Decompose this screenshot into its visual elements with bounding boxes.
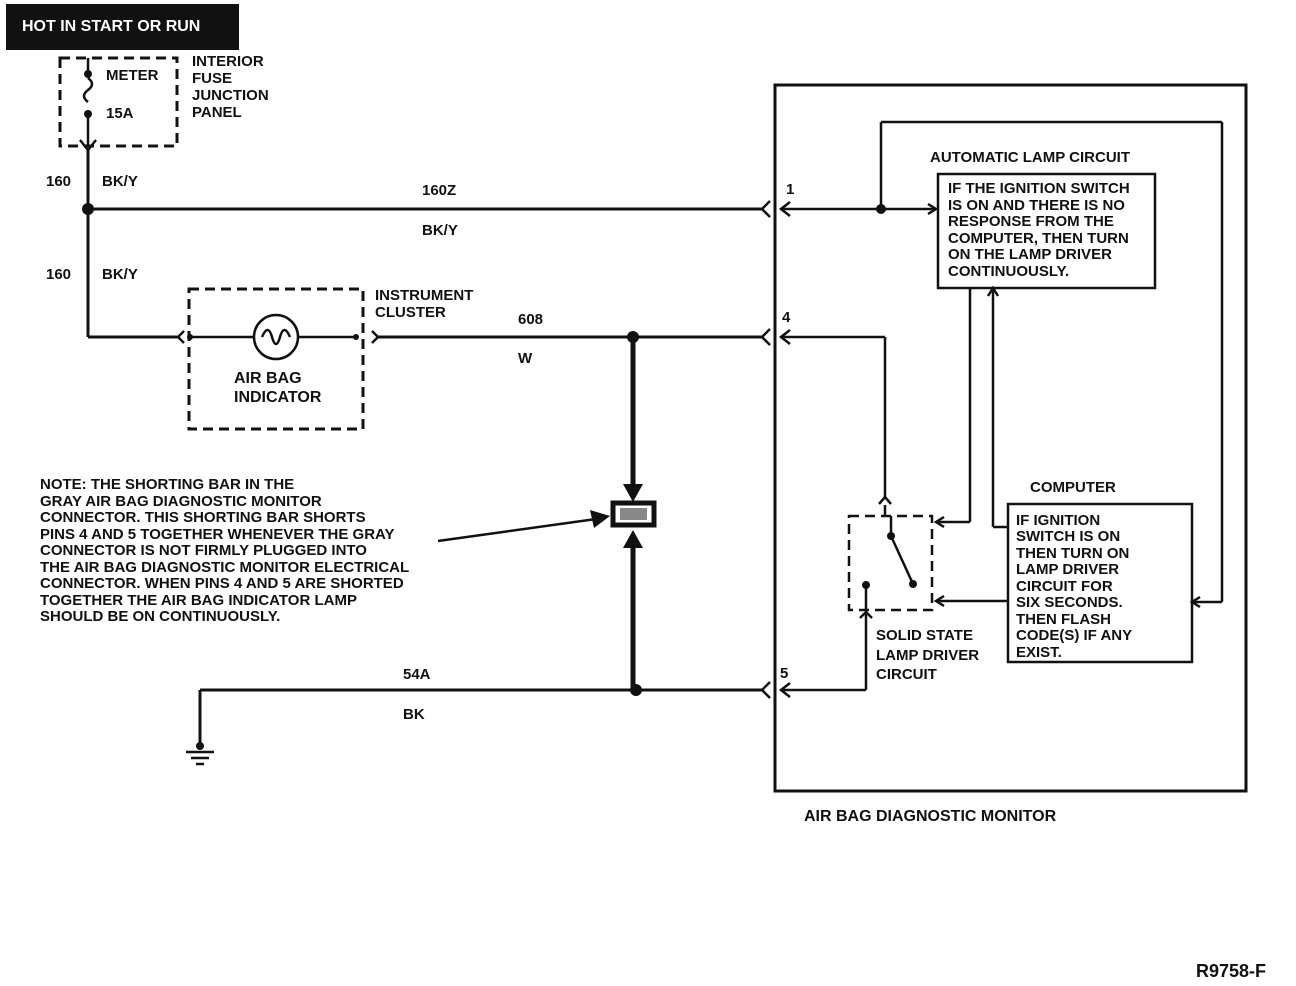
- cluster-title-line: INSTRUMENT: [375, 287, 473, 304]
- pin-1-connector: [760, 200, 771, 218]
- note-line: PINS 4 AND 5 TOGETHER WHENEVER THE GRAY: [40, 526, 395, 543]
- wire-160z-circuit-label: 160Z: [422, 182, 456, 199]
- auto-lamp-line: COMPUTER, THEN TURN: [948, 230, 1129, 247]
- auto-lamp-line: ON THE LAMP DRIVER: [948, 246, 1112, 263]
- computer-line: SWITCH IS ON: [1016, 528, 1120, 545]
- note-line: NOTE: THE SHORTING BAR IN THE: [40, 476, 294, 493]
- computer-line: LAMP DRIVER: [1016, 561, 1119, 578]
- computer-line: IF IGNITION: [1016, 512, 1100, 529]
- arrow-up-icon: [623, 530, 643, 548]
- lamp-driver-line: LAMP DRIVER: [876, 647, 979, 664]
- auto-lamp-title: AUTOMATIC LAMP CIRCUIT: [930, 149, 1130, 166]
- monitor-box: [773, 83, 1248, 793]
- connector-arrow-icon: [176, 330, 185, 344]
- auto-lamp-line: IF THE IGNITION SWITCH: [948, 180, 1130, 197]
- wire-54a-color-label: BK: [403, 706, 425, 723]
- lamp-driver-line: SOLID STATE: [876, 627, 973, 644]
- header-banner: HOT IN START OR RUN: [6, 4, 239, 50]
- computer-line: CODE(S) IF ANY: [1016, 627, 1132, 644]
- computer-title: COMPUTER: [1030, 479, 1116, 496]
- wire-608-group: 608 W: [378, 311, 764, 690]
- arrow-down-icon: [623, 484, 643, 502]
- cluster-title-line: CLUSTER: [375, 304, 446, 321]
- lamp-driver-line: CIRCUIT: [876, 666, 937, 683]
- computer-line: THEN TURN ON: [1016, 545, 1129, 562]
- wire-608-color-label: W: [518, 350, 533, 367]
- pin-1-label: 1: [786, 181, 794, 198]
- note-line: TOGETHER THE AIR BAG INDICATOR LAMP: [40, 592, 357, 609]
- wire-160-color-label: BK/Y: [102, 173, 138, 190]
- panel-label-line: INTERIOR: [192, 53, 264, 70]
- auto-lamp-line: RESPONSE FROM THE: [948, 213, 1114, 230]
- connector-arrow-icon: [371, 330, 380, 344]
- pin-5-connector: [760, 681, 771, 699]
- pin-4-label: 4: [782, 309, 791, 326]
- monitor-title: AIR BAG DIAGNOSTIC MONITOR: [804, 808, 1057, 825]
- computer-line: CIRCUIT FOR: [1016, 578, 1113, 595]
- wire-160-circuit-label: 160: [46, 173, 71, 190]
- switch-icon: [862, 505, 917, 610]
- note-pointer: [437, 517, 597, 543]
- pin-5-label: 5: [780, 665, 788, 682]
- instrument-cluster: AIR BAG INDICATOR INSTRUMENT CLUSTER: [176, 287, 473, 431]
- wire-54a-group: 54A BK: [186, 666, 764, 766]
- note-line: THE AIR BAG DIAGNOSTIC MONITOR ELECTRICA…: [40, 559, 409, 576]
- figure-id: R9758-F: [1196, 961, 1266, 981]
- diagnostic-monitor: AIR BAG DIAGNOSTIC MONITOR 1 4 5: [760, 83, 1248, 825]
- note-line: CONNECTOR. THIS SHORTING BAR SHORTS: [40, 509, 366, 526]
- splice-dot: [630, 684, 642, 696]
- fuse-panel: METER 15A INTERIOR FUSE JUNCTION PANEL: [58, 53, 269, 153]
- arrow-right-icon: [590, 510, 610, 528]
- computer-line: SIX SECONDS.: [1016, 594, 1123, 611]
- instrument-cluster-box: [187, 287, 365, 431]
- note-line: CONNECTOR. WHEN PINS 4 AND 5 ARE SHORTED: [40, 575, 404, 592]
- auto-lamp-line: IS ON AND THERE IS NO: [948, 197, 1125, 214]
- note: NOTE: THE SHORTING BAR IN THE GRAY AIR B…: [40, 476, 610, 625]
- wire-54a-circuit-label: 54A: [403, 666, 431, 683]
- computer-line: EXIST.: [1016, 644, 1062, 661]
- pin-4-connector: [760, 328, 771, 346]
- fuse-rating: 15A: [106, 105, 134, 122]
- fuse-icon: [82, 77, 94, 103]
- indicator-lamp-icon: [252, 313, 300, 361]
- wire-160-circuit-label: 160: [46, 266, 71, 283]
- auto-lamp-line: CONTINUOUSLY.: [948, 263, 1069, 280]
- fuse-panel-box: [58, 56, 179, 148]
- feed-wires: 160 BK/Y 160 BK/Y 160Z BK/Y: [46, 150, 764, 339]
- ground-icon: [186, 750, 214, 766]
- lamp-label-line: AIR BAG: [234, 370, 302, 387]
- note-line: GRAY AIR BAG DIAGNOSTIC MONITOR: [40, 493, 322, 510]
- wire-160z-color-label: BK/Y: [422, 222, 458, 239]
- lamp-label-line: INDICATOR: [234, 389, 322, 406]
- computer-line: THEN FLASH: [1016, 611, 1111, 628]
- note-line: SHOULD BE ON CONTINUOUSLY.: [40, 608, 280, 625]
- wire-160-color-label: BK/Y: [102, 266, 138, 283]
- panel-label-line: JUNCTION: [192, 87, 269, 104]
- panel-label-line: PANEL: [192, 104, 242, 121]
- computer-box: [1006, 502, 1194, 664]
- note-line: CONNECTOR IS NOT FIRMLY PLUGGED INTO: [40, 542, 367, 559]
- wire-608-circuit-label: 608: [518, 311, 543, 328]
- auto-lamp-box: [936, 172, 1157, 290]
- fuse-name: METER: [106, 67, 159, 84]
- panel-label-line: FUSE: [192, 70, 232, 87]
- banner-text: HOT IN START OR RUN: [22, 18, 200, 35]
